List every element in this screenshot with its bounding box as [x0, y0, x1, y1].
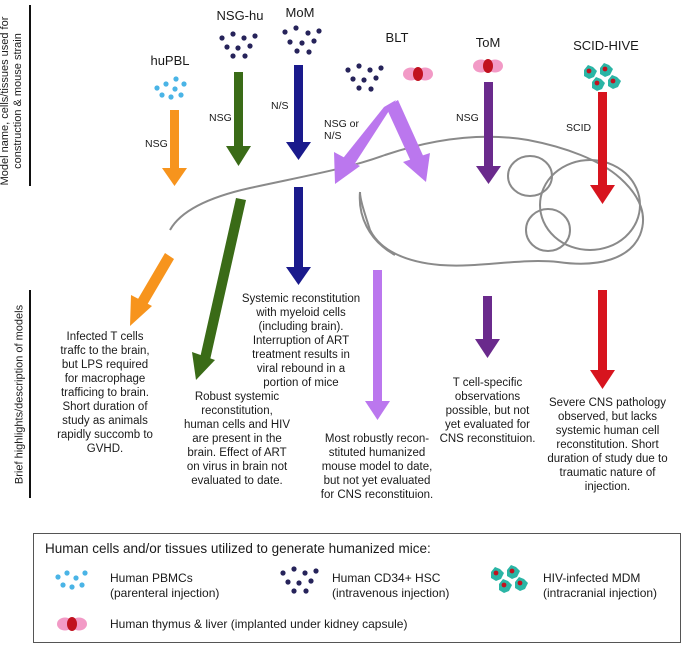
description-line: systemic human cell — [555, 425, 660, 437]
description-line: treatment results in — [252, 349, 350, 361]
description-line: yet evaluated for — [444, 419, 531, 431]
model-name-nsg-hu: NSG-hu — [216, 8, 264, 23]
hsc-icon — [219, 31, 258, 59]
description-line: Systemic reconstitution — [241, 293, 361, 305]
thymus-liver-icon — [473, 59, 503, 73]
model-name-hupbl: huPBL — [150, 53, 190, 68]
description-line: but LPS required — [61, 359, 149, 371]
description-line: trafficing to brain. — [60, 387, 149, 399]
model-name-mom: MoM — [285, 5, 315, 20]
hsc-icon — [282, 25, 322, 55]
description-scid-hive: Severe CNS pathology observed, but lacks… — [535, 396, 680, 494]
description-line: human cells and HIV — [183, 419, 291, 431]
strain-mom: N/S — [271, 100, 289, 112]
mouse-outline — [169, 135, 645, 267]
model-name-scid-hive: SCID-HIVE — [573, 38, 639, 53]
description-nsg-hu: Robust systemic reconstitution, human ce… — [162, 390, 312, 488]
description-line: Robust systemic — [194, 391, 280, 403]
legend-item-hsc: Human CD34+ HSC (intravenous injection) — [332, 571, 449, 601]
description-line: evaluated to date. — [191, 475, 283, 487]
description-line: (including brain). — [258, 321, 344, 333]
legend-item-label: Human PBMCs — [110, 571, 193, 585]
description-mom: Systemic reconstitution with myeloid cel… — [226, 292, 376, 390]
legend-box: Human cells and/or tissues utilized to g… — [33, 533, 681, 643]
description-line: but not yet evaluated — [323, 475, 431, 487]
model-name-tom: ToM — [475, 35, 501, 50]
description-line: traumatic nature of — [559, 467, 656, 479]
strain-blt: NSG or N/S — [324, 118, 360, 142]
thymus-liver-icon — [403, 67, 433, 81]
mdm-icon — [584, 63, 621, 91]
description-line: Most robustly recon- — [324, 433, 430, 445]
description-line: CNS reconstituion. — [439, 433, 536, 445]
description-line: Interruption of ART — [252, 335, 350, 347]
arrows-top — [162, 65, 615, 204]
legend-item-sublabel: (intravenous injection) — [332, 586, 450, 600]
description-line: possible, but not — [445, 405, 530, 417]
description-line: traffc to the brain, — [60, 345, 150, 357]
description-line: GVHD. — [86, 443, 124, 455]
strain-nsg-hu: NSG — [209, 112, 232, 124]
legend-hsc-icon — [280, 566, 319, 594]
legend-item-label: Human thymus & liver (implanted under ki… — [110, 617, 408, 631]
description-blt: Most robustly recon- stituted humanized … — [302, 432, 452, 502]
description-line: portion of mice — [263, 377, 339, 389]
description-line: Short duration of — [62, 401, 148, 413]
hsc-icon — [345, 63, 384, 92]
legend-item-label: Human CD34+ HSC — [332, 571, 441, 585]
description-tom: T cell-specific observations possible, b… — [420, 376, 555, 446]
description-line: reconstitution. Short — [556, 439, 659, 451]
strain-tom: NSG — [456, 112, 479, 124]
legend-item-thymus-liver: Human thymus & liver (implanted under ki… — [110, 617, 407, 632]
description-line: study as animals — [62, 415, 148, 427]
description-line: duration of study due to — [547, 453, 668, 465]
side-label-top: Model name, cells/tissues used for const… — [0, 1, 25, 201]
description-line: stituted humanized — [328, 447, 426, 459]
description-line: reconstitution, — [201, 405, 273, 417]
legend-item-sublabel: (intracranial injection) — [543, 586, 658, 600]
strain-hupbl: NSG — [145, 138, 168, 150]
strain-scid-hive: SCID — [566, 122, 592, 134]
model-name-blt: BLT — [385, 30, 409, 45]
description-line: viral rebound in a — [256, 363, 346, 375]
description-line: for macrophage — [64, 373, 146, 385]
pbmc-icon — [154, 76, 187, 100]
description-line: on virus in brain not — [186, 461, 288, 473]
description-line: brain. Effect of ART — [187, 447, 287, 459]
description-line: are present in the — [192, 433, 282, 445]
description-line: with myeloid cells — [256, 307, 346, 319]
description-line: for CNS reconstituion. — [320, 489, 434, 501]
legend-item-mdm: HIV-infected MDM (intracranial injection… — [543, 571, 657, 601]
description-line: T cell-specific — [452, 377, 523, 389]
description-line: injection. — [584, 481, 631, 493]
legend-item-sublabel: (parenteral injection) — [110, 586, 220, 600]
legend-pbmc-icon — [55, 570, 88, 590]
description-line: Infected T cells — [66, 331, 144, 343]
legend-item-label: HIV-infected MDM — [543, 571, 641, 585]
description-line: Severe CNS pathology — [549, 397, 666, 409]
legend-item-pbmc: Human PBMCs (parenteral injection) — [110, 571, 219, 601]
description-hupbl: Infected T cells traffc to the brain, bu… — [40, 330, 170, 456]
side-label-bottom-text: Brief highlights/description of models — [13, 304, 26, 485]
arrows-bottom — [130, 187, 615, 420]
description-line: mouse model to date, — [321, 461, 433, 473]
description-line: observations — [454, 391, 521, 403]
description-line: rapidly succomb to — [57, 429, 153, 441]
side-label-top-text: Model name, cells/tissues used for const… — [0, 16, 24, 186]
description-line: observed, but lacks — [557, 411, 658, 423]
legend-title: Human cells and/or tissues utilized to g… — [45, 541, 431, 556]
side-label-bottom: Brief highlights/description of models — [14, 290, 27, 500]
